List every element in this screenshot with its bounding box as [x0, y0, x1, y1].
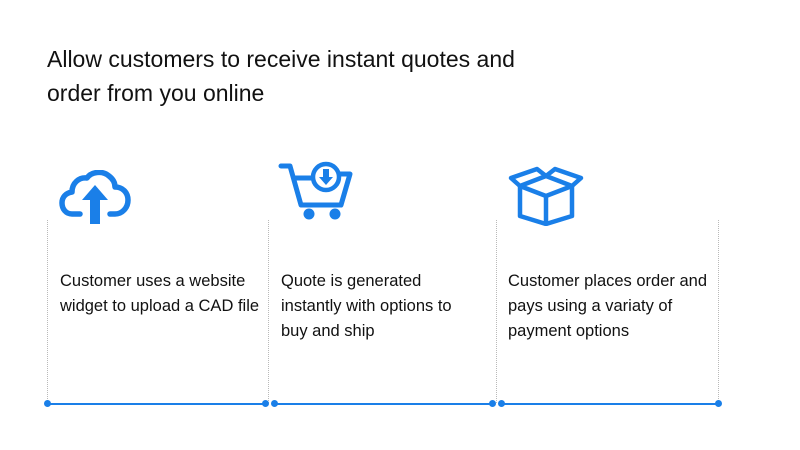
step-3-description: Customer places order and pays using a v…	[508, 269, 707, 344]
step-3-line-1: Customer places order and	[508, 272, 708, 290]
timeline-dot	[271, 400, 278, 407]
timeline-dot	[498, 400, 505, 407]
shopping-cart-download-icon	[278, 161, 353, 220]
step-2-line-1: Quote is generated	[281, 272, 422, 290]
timeline-dot	[262, 400, 269, 407]
step-2-description: Quote is generated instantly with option…	[281, 269, 452, 344]
timeline-dot	[489, 400, 496, 407]
divider-line	[718, 220, 719, 403]
timeline-segment-1	[48, 403, 266, 405]
step-1-description: Customer uses a website widget to upload…	[60, 269, 259, 319]
timeline-segment-2	[275, 403, 493, 405]
step-3-line-3: payment options	[508, 322, 630, 340]
step-3-line-2: pays using a variaty of	[508, 297, 673, 315]
page-title-line-2: order from you online	[47, 80, 265, 106]
page-title: Allow customers to receive instant quote…	[47, 42, 607, 110]
step-1-line-2: widget to upload a CAD file	[60, 297, 260, 315]
divider-line	[496, 220, 497, 403]
timeline-segment-3	[501, 403, 718, 405]
timeline-dot	[44, 400, 51, 407]
timeline-dot	[715, 400, 722, 407]
divider-line	[47, 220, 48, 403]
page-title-line-1: Allow customers to receive instant quote…	[47, 46, 515, 72]
cloud-upload-icon	[59, 170, 131, 224]
step-2-line-3: buy and ship	[281, 322, 375, 340]
step-2-line-2: instantly with options to	[281, 297, 452, 315]
step-1-line-1: Customer uses a website	[60, 272, 246, 290]
divider-line	[268, 220, 269, 403]
package-box-icon	[508, 166, 584, 226]
